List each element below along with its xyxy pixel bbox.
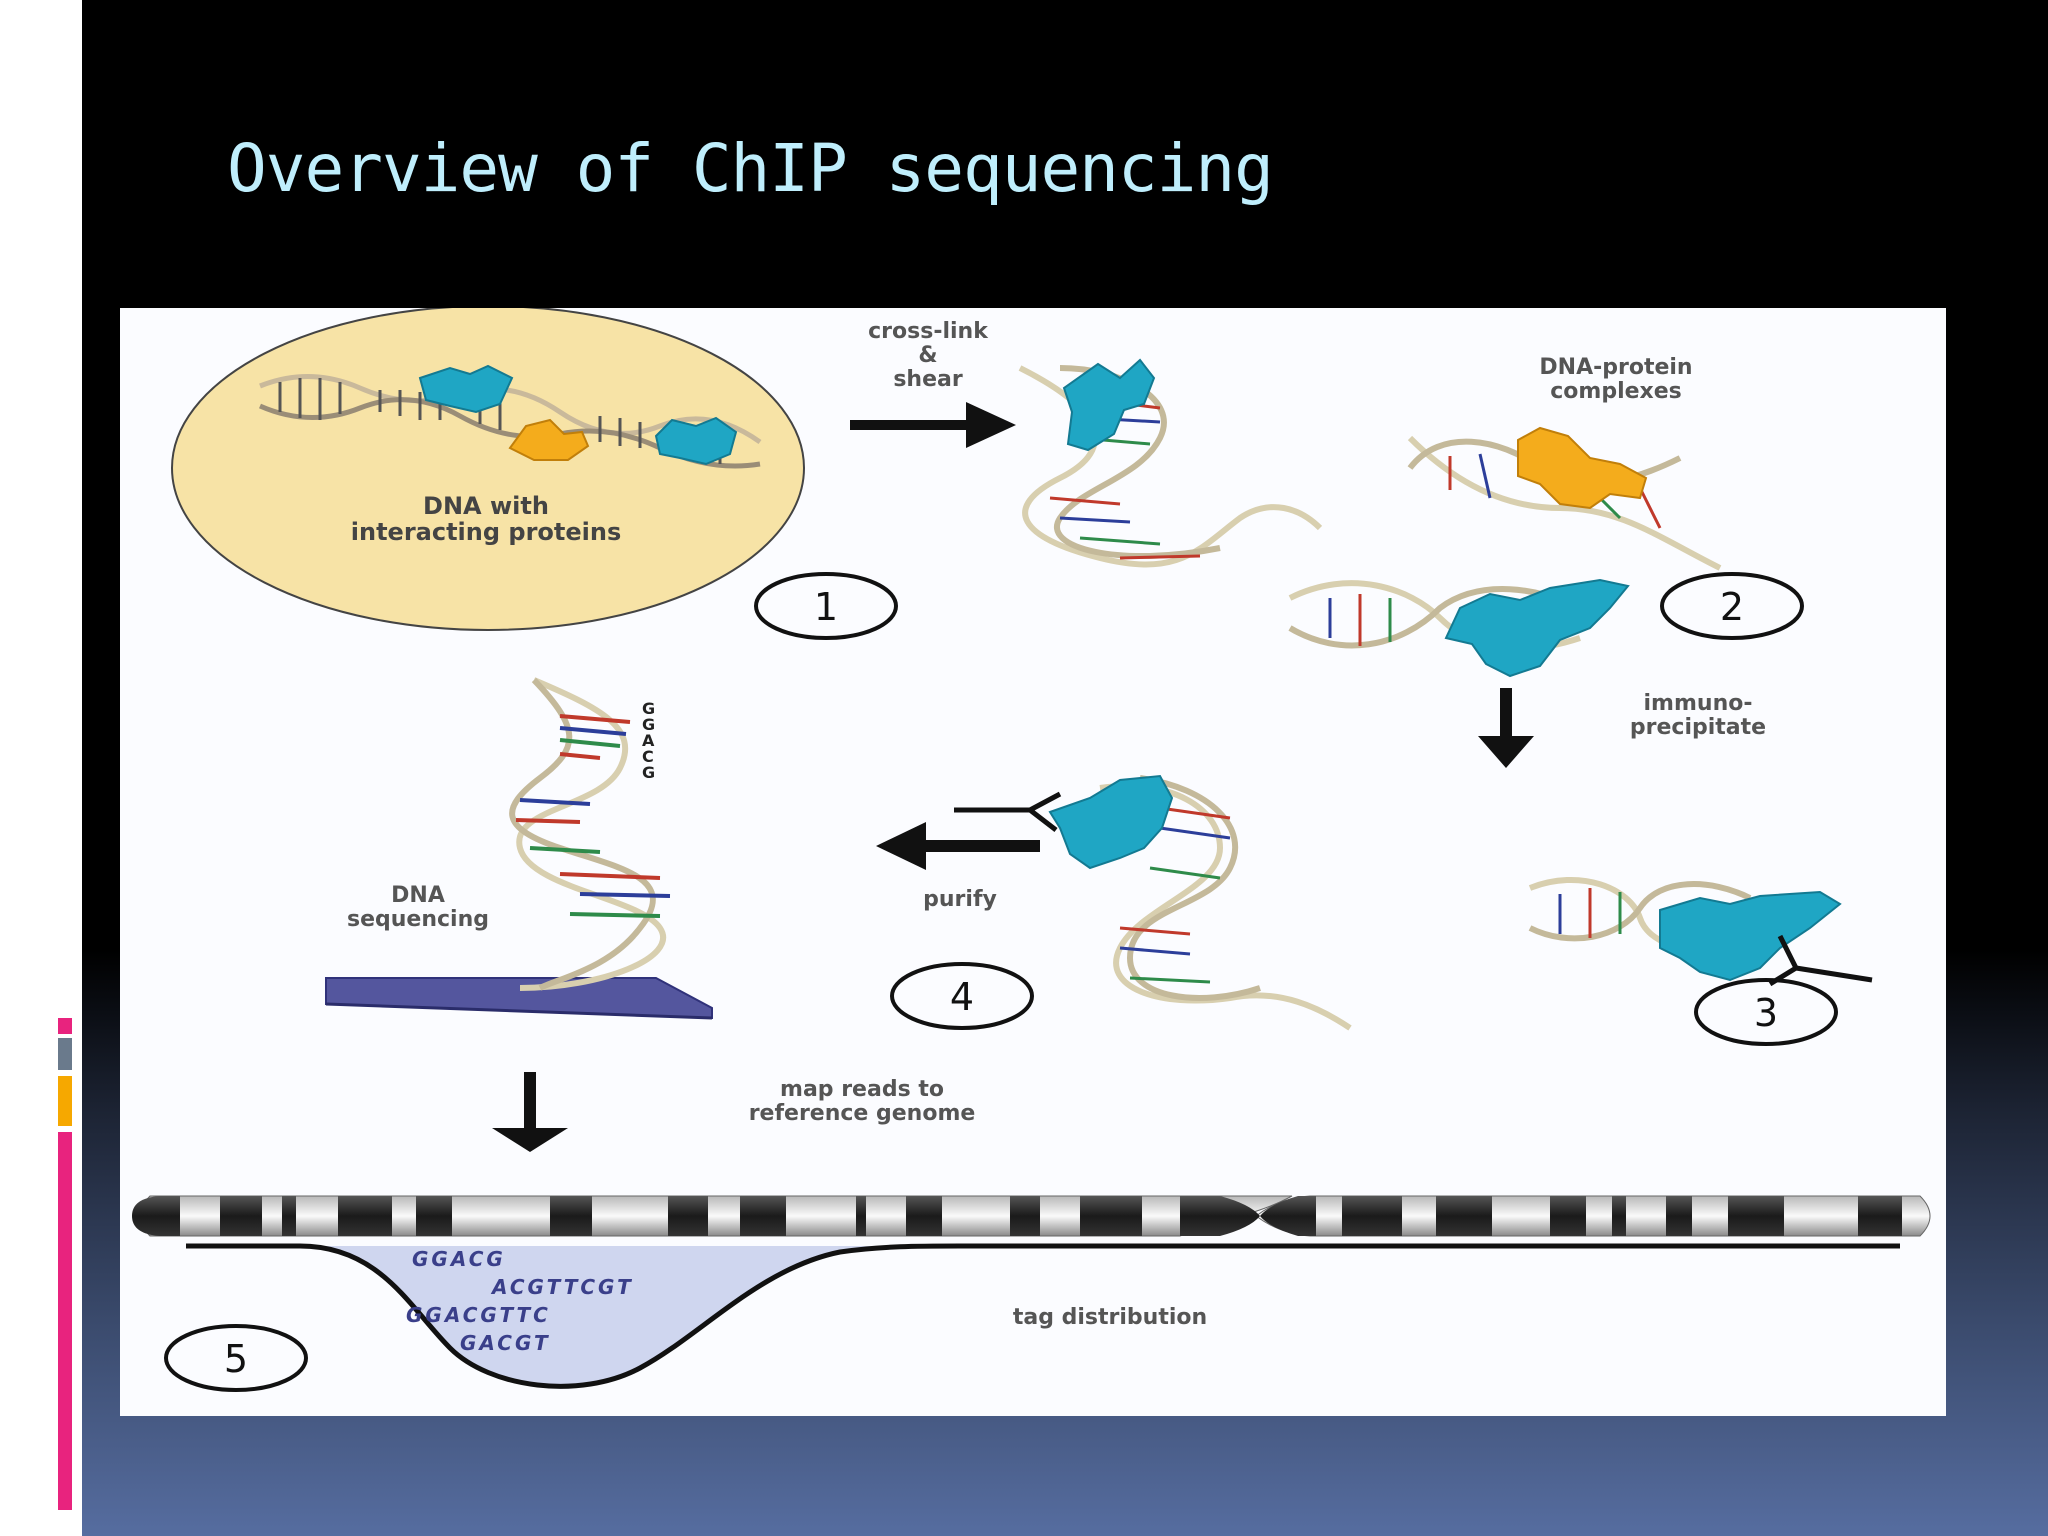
mapped-reads: GGACG ACGTTCGT GGACGTTC GACGT xyxy=(406,1247,634,1355)
sequencing-label-line2: sequencing xyxy=(347,907,489,932)
chromosome-bands xyxy=(132,1196,1902,1236)
crosslink-annotation: cross-link & shear xyxy=(850,319,1016,448)
purify-label: purify xyxy=(923,887,997,912)
step2-complexes-panel: DNA-protein complexes xyxy=(1018,355,1722,678)
map-label-line2: reference genome xyxy=(749,1101,976,1126)
step1-caption-line2: interacting proteins xyxy=(351,518,622,546)
step-number-label: 4 xyxy=(950,975,974,1019)
purify-annotation: purify xyxy=(876,822,1040,912)
tag-distribution-label: tag distribution xyxy=(1013,1305,1207,1330)
sequence-letters: G G A C G xyxy=(642,699,655,782)
protein-blue-step3b xyxy=(1659,890,1842,982)
crosslink-label-line1: cross-link xyxy=(868,319,989,344)
chip-seq-diagram: DNA with interacting proteins cross-link… xyxy=(120,308,1946,1416)
accent-bar-orange xyxy=(58,1076,72,1126)
dna-helix-step4 xyxy=(509,677,671,991)
protein-orange-step2 xyxy=(1517,426,1648,510)
complexes-label-line2: complexes xyxy=(1550,379,1682,404)
crosslink-label-line3: shear xyxy=(893,367,963,392)
chromosome-ideogram xyxy=(132,1195,1931,1237)
sequencing-label-line1: DNA xyxy=(391,883,445,908)
step3-panel xyxy=(954,774,1873,1031)
step1-caption-line1: DNA with xyxy=(423,492,549,520)
complexes-label-line1: DNA-protein xyxy=(1539,355,1692,380)
read-sequence: GACGT xyxy=(460,1331,551,1355)
protein-blue-2 xyxy=(654,416,738,466)
slide-title: Overview of ChIP sequencing xyxy=(227,130,1274,207)
protein-blue-step3a xyxy=(1048,774,1174,870)
read-sequence: GGACGTTC xyxy=(406,1303,551,1327)
step-number-1: 1 xyxy=(754,572,898,640)
step1-nucleus-panel: DNA with interacting proteins xyxy=(171,308,805,631)
protein-blue-1 xyxy=(418,364,514,414)
accent-bar-pink-long xyxy=(58,1132,72,1510)
step-number-label: 5 xyxy=(224,1337,248,1381)
read-sequence: GGACG xyxy=(412,1247,506,1271)
title-decoration-icon xyxy=(48,148,82,236)
step-number-label: 2 xyxy=(1720,585,1744,629)
sequence-letter: G xyxy=(642,763,655,782)
step-number-5: 5 xyxy=(164,1324,308,1392)
map-reads-annotation: map reads to reference genome xyxy=(492,1072,975,1152)
arrow-down-icon xyxy=(492,1072,568,1152)
step-number-4: 4 xyxy=(890,962,1034,1030)
protein-orange-1 xyxy=(508,418,590,461)
crosslink-label-line2: & xyxy=(918,343,937,368)
arrow-down-icon xyxy=(1478,688,1534,768)
read-sequence: ACGTTCGT xyxy=(490,1275,634,1299)
sequence-letter: G xyxy=(642,715,655,734)
accent-bar-pink-small xyxy=(58,1018,72,1034)
immuno-annotation: immuno- precipitate xyxy=(1478,688,1766,768)
protein-blue-step2c xyxy=(1444,578,1630,678)
arrow-right-icon xyxy=(850,402,1016,448)
tag-distribution-curve: GGACG ACGTTCGT GGACGTTC GACGT tag distri… xyxy=(186,1243,1900,1389)
nucleus-circle xyxy=(171,308,805,631)
arrow-left-icon xyxy=(876,822,1040,870)
sequence-letter: C xyxy=(642,747,654,766)
accent-bar-gray xyxy=(58,1038,72,1070)
antibody-icon-a xyxy=(954,791,1062,832)
step-number-label: 1 xyxy=(814,585,838,629)
map-label-line1: map reads to xyxy=(780,1077,944,1102)
sequence-letter: G xyxy=(642,699,655,718)
sequence-letter: A xyxy=(642,731,655,750)
immuno-label-line1: immuno- xyxy=(1644,691,1753,716)
protein-blue-step2a xyxy=(1062,358,1156,452)
step-number-label: 3 xyxy=(1754,991,1778,1035)
step4-sequencing-panel: G G A C G DNA sequencing xyxy=(325,677,713,1020)
immuno-label-line2: precipitate xyxy=(1630,715,1766,740)
dna-helix-step3a xyxy=(1099,775,1352,1031)
step-number-2: 2 xyxy=(1660,572,1804,640)
step-number-3: 3 xyxy=(1694,978,1838,1046)
